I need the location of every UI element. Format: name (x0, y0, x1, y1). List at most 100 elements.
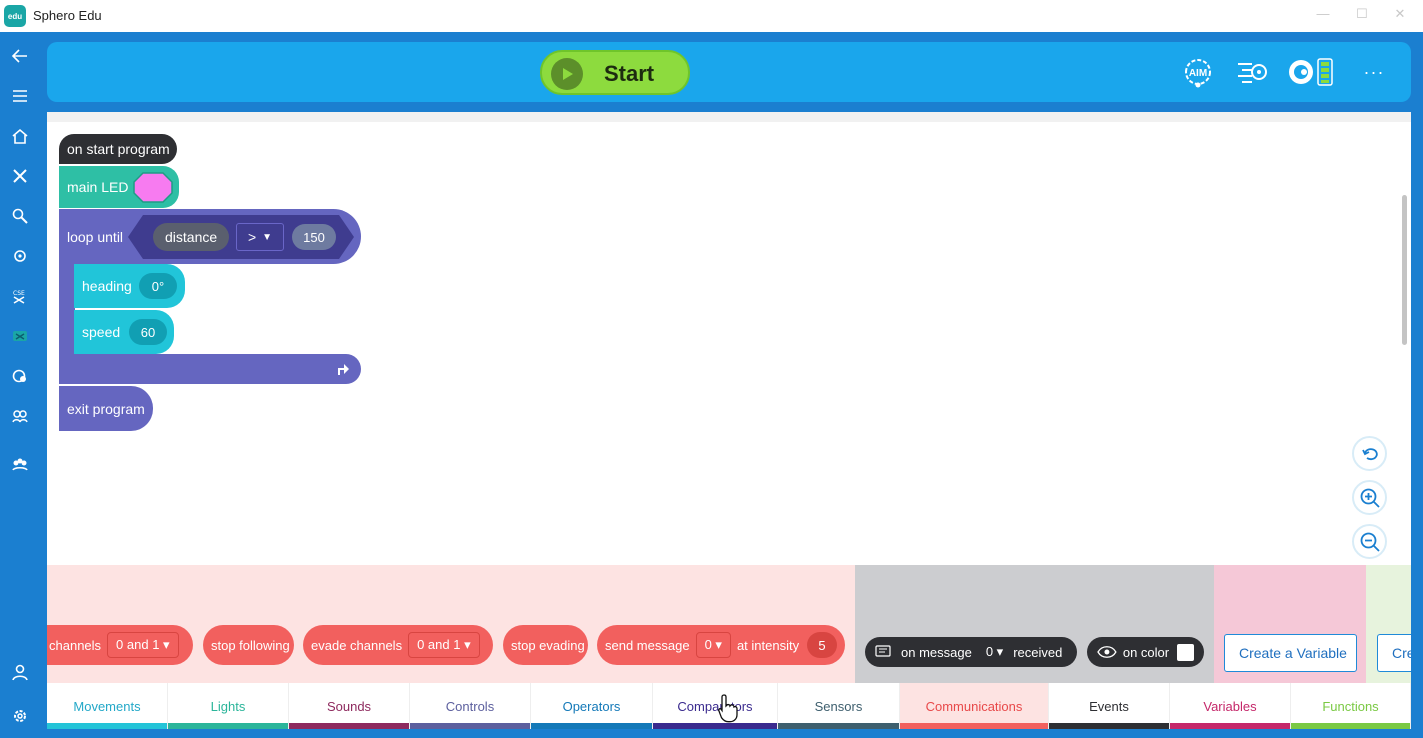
settings-robot-icon[interactable] (8, 244, 32, 268)
aim-icon[interactable]: AIM (1180, 56, 1216, 88)
tab-functions[interactable]: Functions (1291, 683, 1411, 729)
heading-value: 0° (151, 278, 165, 294)
evade-channels-block[interactable]: evade channels 0 and 1 (303, 625, 493, 665)
tools-icon[interactable] (8, 164, 32, 188)
tab-movements[interactable]: Movements (47, 683, 168, 729)
tab-comparators[interactable]: Comparators (653, 683, 778, 729)
eye-icon (1097, 646, 1117, 658)
tab-lights[interactable]: Lights (168, 683, 289, 729)
canvas-scrollbar[interactable] (1402, 195, 1407, 345)
on-color-block[interactable]: on color (1087, 637, 1204, 667)
on-message-block[interactable]: on message 0 ▾ received (865, 637, 1077, 667)
cse-icon[interactable]: CSE (8, 284, 32, 308)
on-start-label: on start program (67, 141, 170, 157)
aim-label: AIM (1189, 68, 1207, 79)
received-label: received (1013, 644, 1063, 660)
gear-icon[interactable] (8, 704, 32, 728)
play-icon (551, 58, 583, 90)
send-message-block[interactable]: send message 0 at intensity 5 (597, 625, 845, 665)
on-message-label: on message (901, 644, 972, 660)
start-button[interactable]: Start (540, 50, 690, 95)
zoom-out-button[interactable] (1352, 524, 1387, 559)
tab-label: Sounds (326, 698, 372, 714)
zoom-in-button[interactable] (1352, 480, 1387, 515)
robot-battery-icon[interactable] (1286, 56, 1336, 88)
undo-button[interactable] (1352, 436, 1387, 471)
tab-color-bar (653, 723, 777, 729)
drive-icon[interactable] (1234, 56, 1270, 88)
tab-label: Lights (210, 698, 246, 714)
tab-label: Events (1089, 698, 1129, 714)
on-message-dropdown[interactable]: 0 ▾ (985, 644, 1004, 659)
minimize-icon[interactable]: — (1316, 6, 1330, 21)
program-header (47, 42, 1411, 102)
send-message-dropdown[interactable]: 0 (695, 632, 731, 658)
heading-value-field[interactable]: 0° (139, 273, 177, 299)
profile-icon[interactable] (8, 660, 32, 684)
create-function-button[interactable]: Cre (1377, 634, 1411, 672)
classes-icon[interactable] (8, 452, 32, 476)
on-start-block[interactable]: on start program (59, 134, 177, 164)
community-icon[interactable] (8, 404, 32, 428)
tab-label: Controls (445, 698, 495, 714)
main-led-label: main LED (67, 179, 129, 195)
tab-label: Sensors (814, 698, 863, 714)
intensity-value-field[interactable]: 5 (807, 632, 837, 658)
distance-value-field[interactable]: 150 (292, 224, 336, 250)
menu-icon[interactable] (8, 84, 32, 108)
undo-icon (1361, 447, 1378, 460)
tab-color-bar (1049, 723, 1169, 729)
listen-channels-block[interactable]: channels 0 and 1 (47, 625, 193, 665)
listen-channels-label: channels (49, 637, 102, 653)
distance-sensor-pill[interactable]: distance (153, 223, 230, 251)
tab-operators[interactable]: Operators (531, 683, 653, 729)
tab-variables[interactable]: Variables (1170, 683, 1291, 729)
on-message-value: 0 (985, 644, 994, 659)
close-icon[interactable]: ✕ (1394, 6, 1406, 21)
tab-communications[interactable]: Communications (900, 683, 1049, 729)
tab-label: Comparators (677, 698, 753, 714)
zoom-out-icon (1360, 532, 1380, 552)
tab-label: Functions (1322, 698, 1379, 714)
tab-controls[interactable]: Controls (410, 683, 531, 729)
create-function-label: Cre (1392, 645, 1411, 661)
evade-channels-dropdown[interactable]: 0 and 1 (408, 632, 480, 658)
tab-color-bar (900, 723, 1048, 729)
tab-events[interactable]: Events (1049, 683, 1170, 729)
create-variable-button[interactable]: Create a Variable (1224, 634, 1357, 672)
tab-label: Operators (562, 698, 621, 714)
app-logo-text: edu (7, 11, 23, 21)
tab-color-bar (47, 723, 167, 729)
tab-color-bar (168, 723, 288, 729)
on-color-label: on color (1122, 644, 1170, 660)
bots-icon[interactable] (8, 364, 32, 388)
home-icon[interactable] (8, 124, 32, 148)
stop-evading-block[interactable]: stop evading (503, 625, 588, 665)
led-color-swatch[interactable] (133, 172, 173, 203)
loop-arrow-icon (338, 364, 349, 375)
tab-sounds[interactable]: Sounds (289, 683, 410, 729)
exit-program-block[interactable]: exit program (59, 386, 153, 431)
operator-value: > (247, 229, 257, 245)
distance-value: 150 (303, 229, 325, 245)
tab-color-bar (289, 723, 409, 729)
app-logo: edu (4, 5, 26, 27)
program-canvas[interactable] (47, 112, 1411, 565)
left-rail: CSE (0, 32, 41, 738)
title-bar: edu Sphero Edu — ☐ ✕ (0, 0, 1423, 32)
operator-dropdown[interactable]: >▼ (236, 223, 284, 251)
maximize-icon[interactable]: ☐ (1356, 6, 1368, 21)
color-swatch[interactable] (1177, 643, 1194, 661)
tab-color-bar (531, 723, 652, 729)
speed-value-field[interactable]: 60 (129, 319, 167, 345)
listen-channels-dropdown[interactable]: 0 and 1 (107, 632, 179, 658)
svg-text:CSE: CSE (13, 290, 25, 297)
tab-sensors[interactable]: Sensors (778, 683, 900, 729)
loop-spine (59, 262, 75, 358)
search-robot-icon[interactable] (8, 204, 32, 228)
stop-following-block[interactable]: stop following (203, 625, 294, 665)
more-icon[interactable]: ··· (1363, 61, 1385, 82)
back-arrow-icon[interactable] (8, 44, 32, 68)
programs-icon[interactable] (8, 324, 32, 348)
